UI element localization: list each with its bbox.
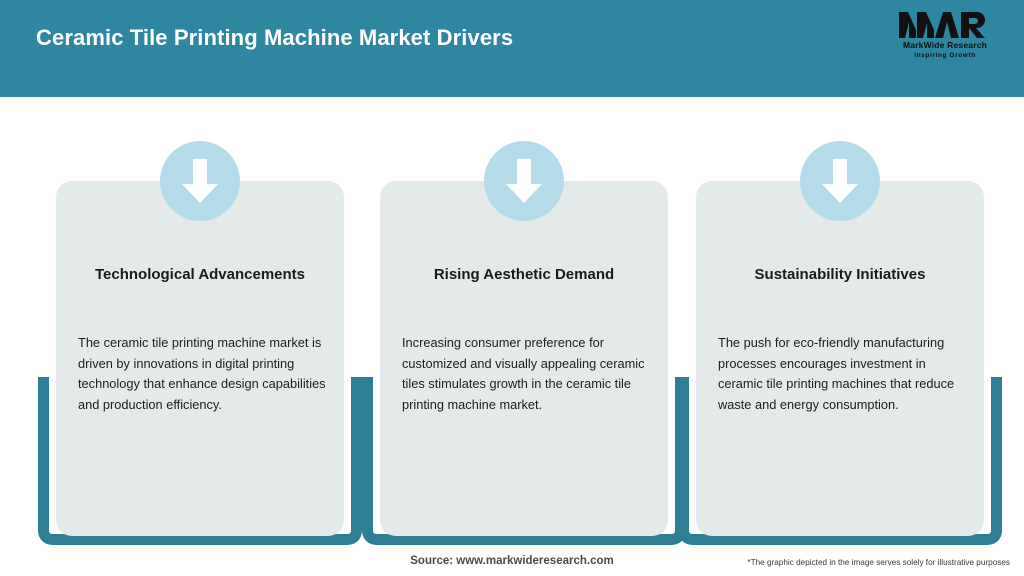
logo-company-name: MarkWide Research [902, 40, 988, 50]
card-title: Rising Aesthetic Demand [433, 266, 615, 283]
disclaimer-label: *The graphic depicted in the image serve… [747, 558, 1010, 567]
card-body-text: Increasing consumer preference for custo… [402, 335, 645, 412]
card-body-text: The push for eco-friendly manufacturing … [718, 335, 955, 412]
driver-card-3[interactable]: Sustainability Initiatives The push for … [678, 141, 1002, 545]
arrow-down-icon [800, 141, 880, 221]
arrow-down-icon [160, 141, 240, 221]
card-title: Sustainability Initiatives [754, 266, 926, 283]
driver-cards-row: Technological Advancements The ceramic t… [0, 97, 1024, 552]
card-bracket-accent [678, 377, 1002, 545]
card-surface: Sustainability Initiatives The push for … [696, 141, 984, 536]
card-bracket-accent [38, 377, 362, 545]
brand-logo: MarkWide Research Inspiring Growth [890, 10, 1000, 62]
header-bar: Ceramic Tile Printing Machine Market Dri… [0, 0, 1024, 97]
card-surface: Technological Advancements The ceramic t… [56, 141, 344, 536]
source-label: Source: www.markwideresearch.com [410, 555, 614, 567]
card-title: Technological Advancements [94, 266, 306, 283]
logo-tagline: Inspiring Growth [914, 52, 976, 59]
driver-card-2[interactable]: Rising Aesthetic Demand Increasing consu… [362, 141, 686, 545]
logo-monogram-icon [890, 10, 1000, 40]
card-body-text: The ceramic tile printing machine market… [78, 335, 326, 412]
card-surface: Rising Aesthetic Demand Increasing consu… [380, 141, 668, 536]
page-title: Ceramic Tile Printing Machine Market Dri… [36, 25, 514, 50]
arrow-down-icon [484, 141, 564, 221]
driver-card-1[interactable]: Technological Advancements The ceramic t… [38, 141, 362, 545]
